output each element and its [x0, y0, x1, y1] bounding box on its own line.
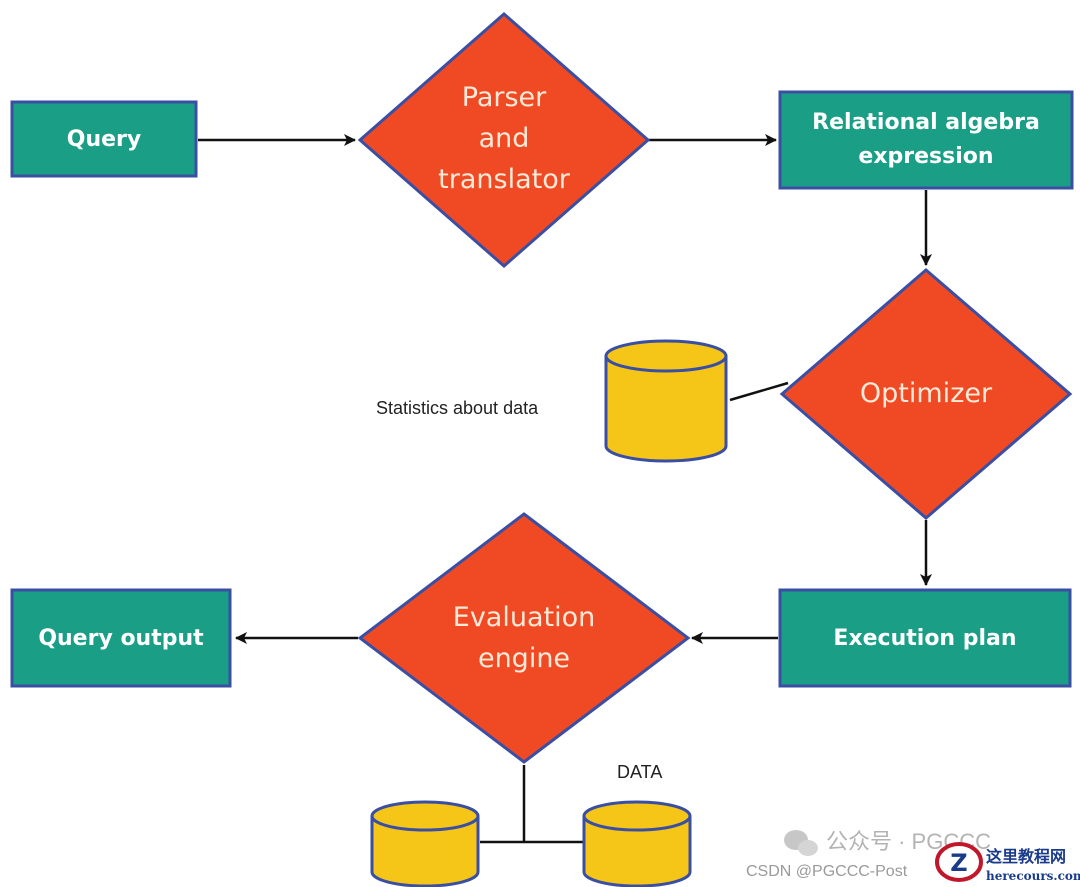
data-label: DATA	[617, 762, 662, 782]
relational-algebra-label-line2: expression	[858, 144, 993, 169]
site-name-cn: 这里教程网	[986, 847, 1066, 866]
execution-plan-box: Execution plan	[778, 588, 1072, 688]
evaluation-label-line2: engine	[478, 643, 570, 674]
query-box: Query	[10, 100, 198, 178]
optimizer-label: Optimizer	[860, 378, 993, 409]
connector-stats-to-optimizer	[729, 381, 789, 402]
relational-algebra-box: Relational algebra expression	[778, 90, 1074, 190]
site-url: herecours.com	[986, 869, 1080, 883]
wechat-icon	[784, 830, 818, 856]
optimizer-diamond: Optimizer	[779, 268, 1073, 520]
evaluation-label-line1: Evaluation	[453, 602, 595, 633]
relational-algebra-label-line1: Relational algebra	[812, 110, 1040, 135]
parser-label-line2: and	[479, 123, 530, 154]
execution-plan-label: Execution plan	[833, 626, 1016, 651]
statistics-label: Statistics about data	[376, 398, 539, 418]
query-box-label: Query	[67, 127, 141, 152]
query-output-box: Query output	[10, 588, 232, 688]
svg-text:Z: Z	[950, 849, 967, 877]
parser-diamond: Parser and translator	[357, 12, 651, 268]
query-output-label: Query output	[38, 626, 204, 651]
evaluation-engine-diamond: Evaluation engine	[357, 512, 691, 764]
csdn-watermark-text: CSDN @PGCCC-Post	[746, 863, 908, 880]
statistics-database	[604, 339, 728, 463]
site-logo-icon: Z	[935, 842, 983, 882]
parser-label-line1: Parser	[462, 82, 547, 113]
data-database-right	[582, 800, 692, 887]
data-database-left	[370, 800, 480, 887]
parser-label-line3: translator	[438, 164, 571, 195]
site-watermark: Z 这里教程网 herecours.com	[935, 842, 1080, 883]
